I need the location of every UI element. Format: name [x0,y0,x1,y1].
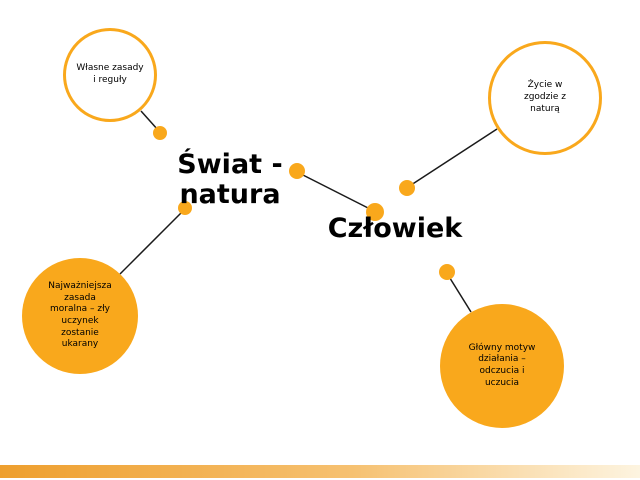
node-wlasne-zasady-label: Własne zasady i reguły [76,63,144,85]
connector-line-wlasne [140,110,159,131]
node-najwazniejsza-zasada-label: Najważniejsza zasada moralna – zły uczyn… [48,280,112,350]
node-glowny-motyw-label: Główny motyw działania – odczucia i uczu… [468,342,536,388]
connector-line-swiat-czlowiek [296,171,375,212]
heading-czlowiek: Człowiek [327,213,463,244]
connector-dot-czlowiek-up [399,180,415,196]
node-najwazniejsza-zasada: Najważniejsza zasada moralna – zły uczyn… [22,258,138,374]
node-zycie-w-zgodzie: Życie w zgodzie z naturą [488,41,602,155]
footer-gradient-bar [0,465,640,478]
node-zycie-w-zgodzie-label: Życie w zgodzie z naturą [523,80,566,114]
connector-dot-swiat-right [289,163,305,179]
connector-dot-czlowiek-down [439,264,455,280]
heading-swiat-natura: Świat - natura [177,149,283,211]
connector-line-glowny [447,274,472,313]
connector-dot-czlowiek-left [366,203,384,221]
connector-dot-wlasne [153,126,167,140]
node-wlasne-zasady: Własne zasady i reguły [63,28,157,122]
connector-dot-swiat-left [178,201,192,215]
connector-line-najwazniejsza [119,208,186,275]
connector-line-zycie [407,128,498,188]
node-glowny-motyw: Główny motyw działania – odczucia i uczu… [440,304,564,428]
